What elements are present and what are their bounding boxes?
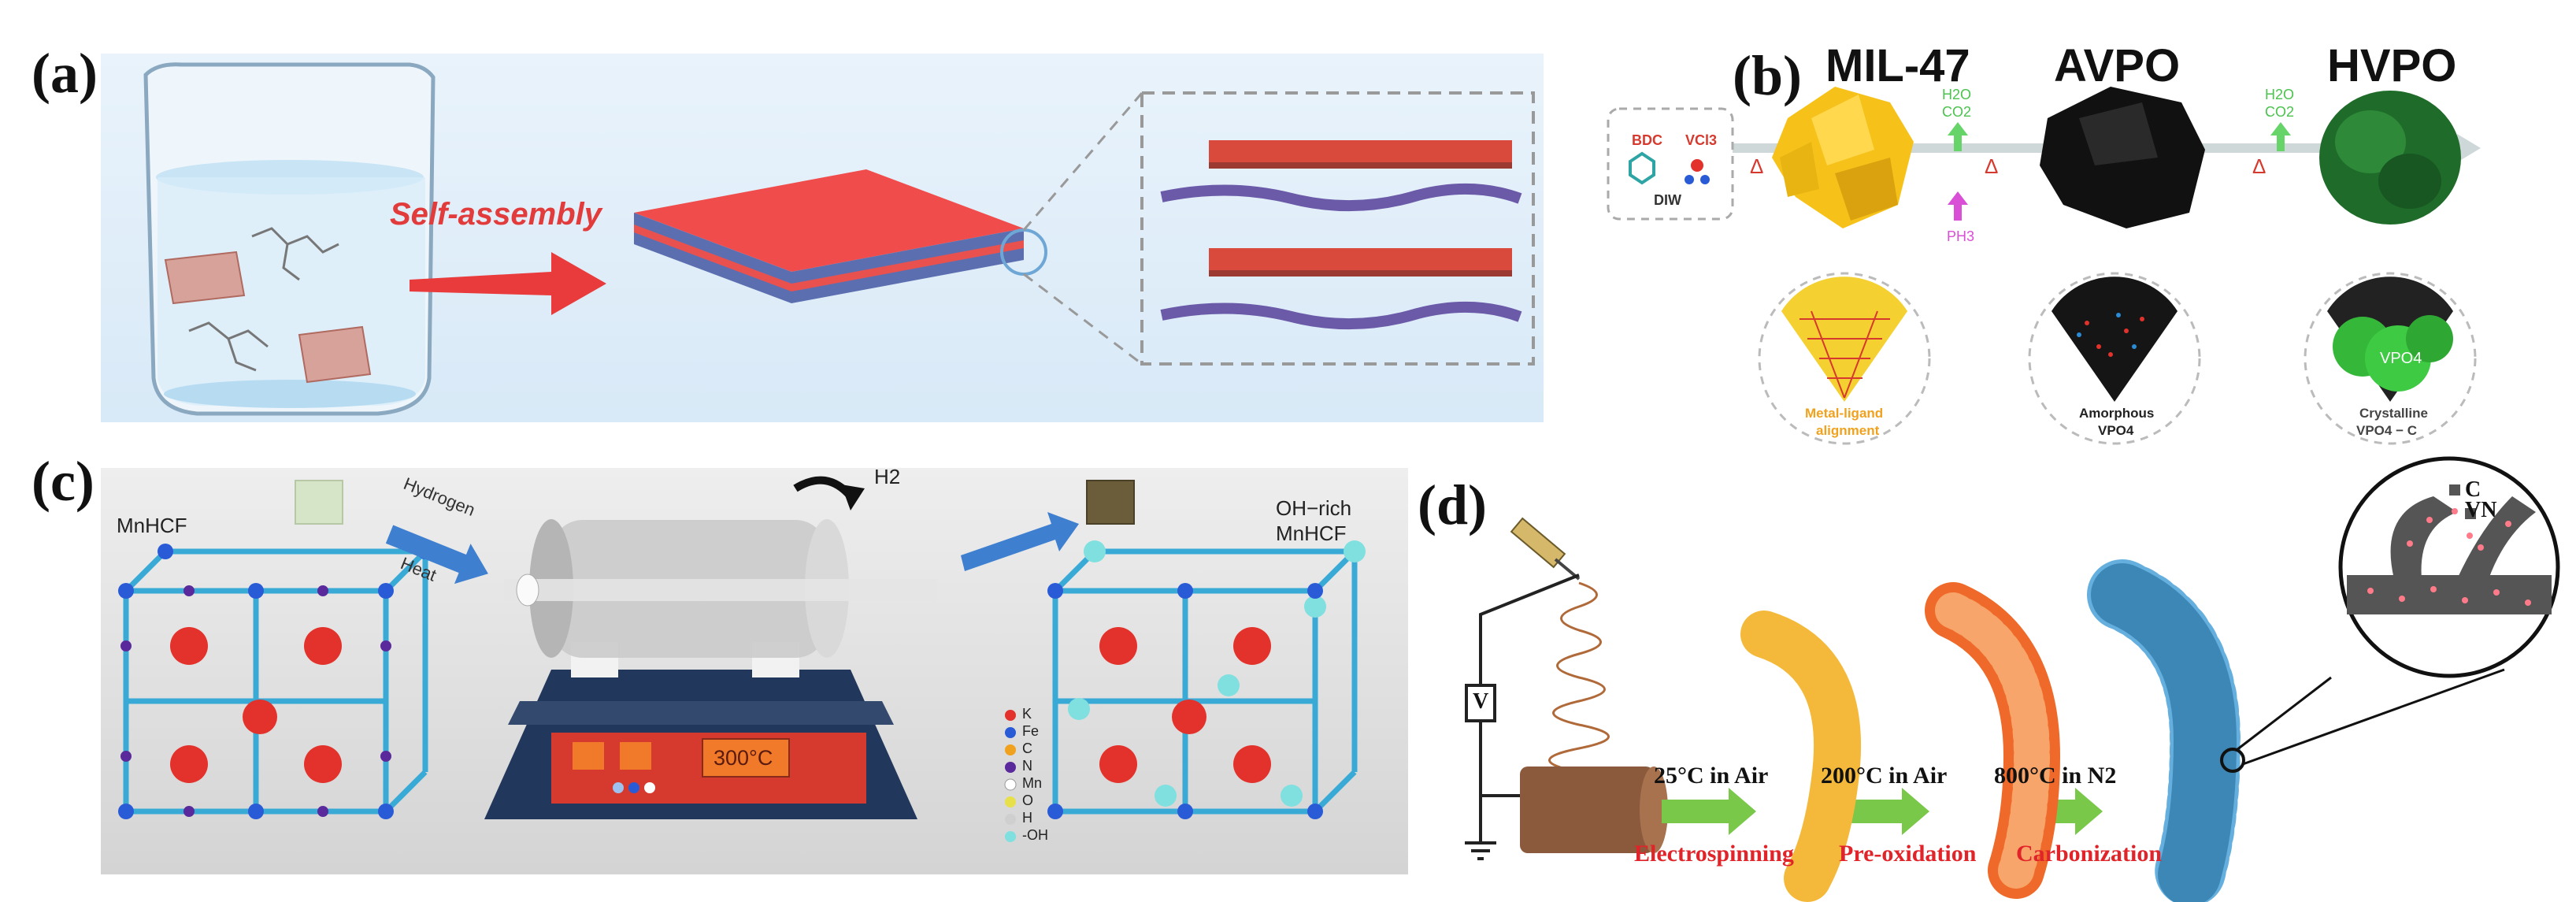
legend-c: C bbox=[1022, 741, 1032, 756]
collector-drum bbox=[1520, 767, 1668, 853]
heat-symbol-1: Δ bbox=[1750, 154, 1764, 178]
legend-oh: -OH bbox=[1022, 827, 1048, 843]
caption-mil47-2: alignment bbox=[1816, 423, 1880, 438]
panel-a-label: (a) bbox=[32, 42, 98, 105]
step3-condition: 800°C in N2 bbox=[1994, 763, 2117, 789]
caption-hvpo-2: VPO4 − C bbox=[2356, 423, 2418, 438]
panel-c-drawing bbox=[118, 476, 1366, 842]
panel-a: (a) bbox=[0, 0, 1559, 441]
zoomed-layers bbox=[1160, 140, 1522, 330]
legend-mn: Mn bbox=[1022, 775, 1043, 791]
sphere-vpo4-label: VPO4 bbox=[2380, 350, 2422, 367]
caption-mil47-1: Metal-ligand bbox=[1805, 406, 1884, 421]
hvpo-particle bbox=[2319, 91, 2461, 225]
tube-furnace bbox=[484, 519, 937, 819]
temperature-display: 300°C bbox=[713, 746, 773, 770]
panel-b-drawing bbox=[1607, 87, 2481, 445]
precursor-vcl3: VCl3 bbox=[1685, 132, 1718, 148]
heat-symbol-2: Δ bbox=[1985, 154, 1999, 178]
gas-out-co2-2: CO2 bbox=[2265, 104, 2295, 120]
mnhcf-right-title-2: MnHCF bbox=[1276, 522, 1347, 545]
syringe bbox=[1510, 517, 1581, 581]
precursor-diw: DIW bbox=[1654, 192, 1681, 208]
caption-avpo-2: VPO4 bbox=[2098, 423, 2134, 438]
mil47-zoom bbox=[1758, 272, 1931, 445]
avpo-particle bbox=[2040, 87, 2205, 228]
mnhcf-left-title: MnHCF bbox=[117, 514, 187, 537]
self-assembly-arrow bbox=[410, 252, 606, 315]
title-avpo: AVPO bbox=[2054, 40, 2181, 91]
title-hvpo: HVPO bbox=[2327, 40, 2457, 91]
panel-d: (d) bbox=[1410, 449, 2576, 902]
heat-symbol-3: Δ bbox=[2252, 154, 2267, 178]
caption-hvpo-1: Crystalline bbox=[2359, 406, 2428, 421]
legend-n: N bbox=[1022, 758, 1032, 774]
panel-b: (b) MIL-47 AVPO HVPO bbox=[1575, 0, 2576, 449]
avpo-zoom bbox=[2028, 272, 2201, 445]
panel-d-label: (d) bbox=[1418, 473, 1487, 536]
layered-film-block bbox=[634, 169, 1047, 303]
panel-a-drawing bbox=[143, 62, 1535, 416]
legend-fe: Fe bbox=[1022, 723, 1040, 739]
gas-in-ph3: PH3 bbox=[1947, 228, 1975, 244]
c-legend-dots bbox=[1004, 710, 1017, 842]
panel-c-label: (c) bbox=[32, 450, 95, 513]
voltage-label: V bbox=[1473, 689, 1489, 714]
panel-b-label: (b) bbox=[1733, 44, 1802, 107]
nanosheet-right bbox=[298, 325, 372, 384]
legend-k: K bbox=[1022, 706, 1032, 722]
mnhcf-right-title-1: OH−rich bbox=[1276, 496, 1352, 520]
h2-label: H2 bbox=[874, 465, 901, 488]
title-mil47: MIL-47 bbox=[1825, 40, 1970, 91]
hvpo-zoom bbox=[2304, 272, 2477, 445]
gas-out-h2o-1: H2O bbox=[1942, 87, 1972, 102]
step3-name: Carbonization bbox=[2016, 841, 2163, 867]
power-circuit bbox=[1465, 573, 1580, 860]
gas-out-co2-1: CO2 bbox=[1942, 104, 1972, 120]
self-assembly-text: Self-assembly bbox=[390, 197, 602, 232]
step1-name: Electrospinning bbox=[1634, 841, 1794, 867]
legend-o: O bbox=[1022, 792, 1034, 808]
caption-avpo-1: Amorphous bbox=[2079, 406, 2155, 421]
nanosheet-left bbox=[164, 251, 246, 305]
gas-out-h2o-2: H2O bbox=[2265, 87, 2295, 102]
linker-molecule-2 bbox=[188, 321, 269, 372]
d-legend-c-swatch bbox=[2449, 484, 2460, 496]
d-legend-vn-swatch bbox=[2452, 508, 2458, 514]
step2-name: Pre-oxidation bbox=[1839, 841, 1977, 867]
step1-condition: 25°C in Air bbox=[1654, 763, 1769, 789]
mil47-crystal bbox=[1772, 87, 1914, 228]
fiber-zoom-circle bbox=[2338, 456, 2560, 678]
d-legend-c: C bbox=[2465, 477, 2481, 502]
d-legend-vn: VN bbox=[2465, 498, 2497, 522]
linker-molecule-1 bbox=[251, 227, 339, 281]
precursor-bdc: BDC bbox=[1632, 132, 1662, 148]
panel-d-drawing bbox=[1465, 456, 2560, 902]
panel-c: (c) bbox=[0, 449, 1410, 902]
legend-h: H bbox=[1022, 810, 1032, 826]
beaker bbox=[143, 62, 436, 416]
step2-condition: 200°C in Air bbox=[1821, 763, 1948, 789]
